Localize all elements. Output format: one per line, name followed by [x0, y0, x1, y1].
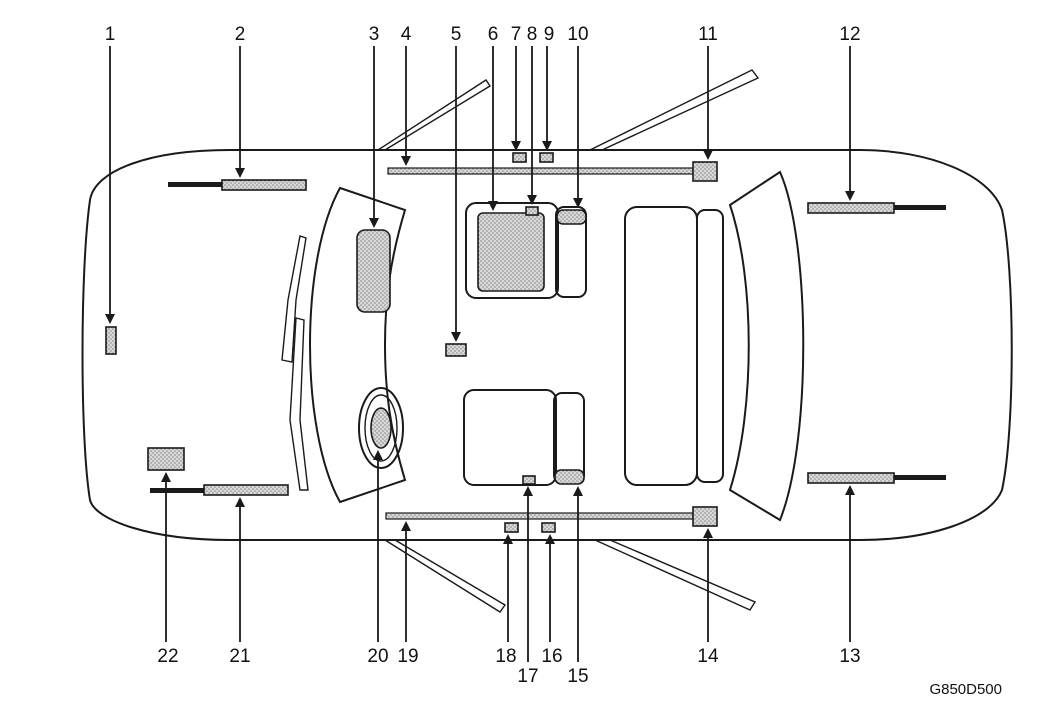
component-6 [477, 212, 545, 292]
rear-window [728, 170, 805, 522]
callout-16: 16 [541, 646, 562, 667]
component-18 [504, 522, 519, 533]
callout-17: 17 [517, 666, 538, 687]
component-5 [445, 343, 467, 357]
component-13 [807, 472, 946, 484]
callout-10: 10 [567, 24, 588, 45]
callout-2: 2 [235, 24, 246, 45]
component-17 [522, 475, 536, 485]
rear-seat [624, 206, 724, 486]
front-door-open-lines-top [377, 69, 760, 151]
figure-code: G850D500 [929, 681, 1002, 698]
steering-wheel [358, 387, 404, 469]
callout-22: 22 [157, 646, 178, 667]
side-rail-top [387, 167, 694, 175]
callout-labels: 1 2 3 4 5 6 7 8 9 10 11 12 13 14 15 16 1… [105, 24, 861, 687]
front-passenger-seat [465, 202, 587, 299]
callout-12: 12 [839, 24, 860, 45]
callout-3: 3 [369, 24, 380, 45]
callout-4: 4 [401, 24, 412, 45]
front-door-open-lines-bottom [384, 539, 757, 613]
component-21 [150, 484, 289, 496]
component-7 [512, 152, 527, 163]
component-10 [556, 209, 587, 225]
car-body [81, 149, 1013, 541]
callout-6: 6 [488, 24, 499, 45]
callout-9: 9 [544, 24, 555, 45]
callout-13: 13 [839, 646, 860, 667]
callout-15: 15 [567, 666, 588, 687]
component-1 [105, 326, 117, 355]
component-14 [692, 506, 718, 527]
leader-lines-bottom [161, 450, 855, 662]
component-2 [168, 179, 307, 191]
callout-5: 5 [451, 24, 462, 45]
component-15 [554, 469, 585, 485]
callout-14: 14 [697, 646, 719, 667]
callout-7: 7 [511, 24, 522, 45]
callout-18: 18 [495, 646, 516, 667]
leader-lines-top [105, 46, 855, 342]
component-11 [692, 161, 718, 182]
callout-11: 11 [698, 24, 718, 45]
side-rail-bottom [385, 512, 694, 520]
callout-8: 8 [527, 24, 538, 45]
callout-19: 19 [397, 646, 418, 667]
component-8 [525, 206, 539, 216]
component-16 [541, 522, 556, 533]
component-12 [807, 202, 946, 214]
callout-1: 1 [105, 24, 116, 45]
wipers [281, 235, 309, 491]
callout-20: 20 [367, 646, 388, 667]
component-22 [147, 447, 185, 471]
callout-21: 21 [229, 646, 250, 667]
component-20 [370, 407, 392, 449]
component-3 [356, 229, 391, 313]
component-9 [539, 152, 554, 163]
